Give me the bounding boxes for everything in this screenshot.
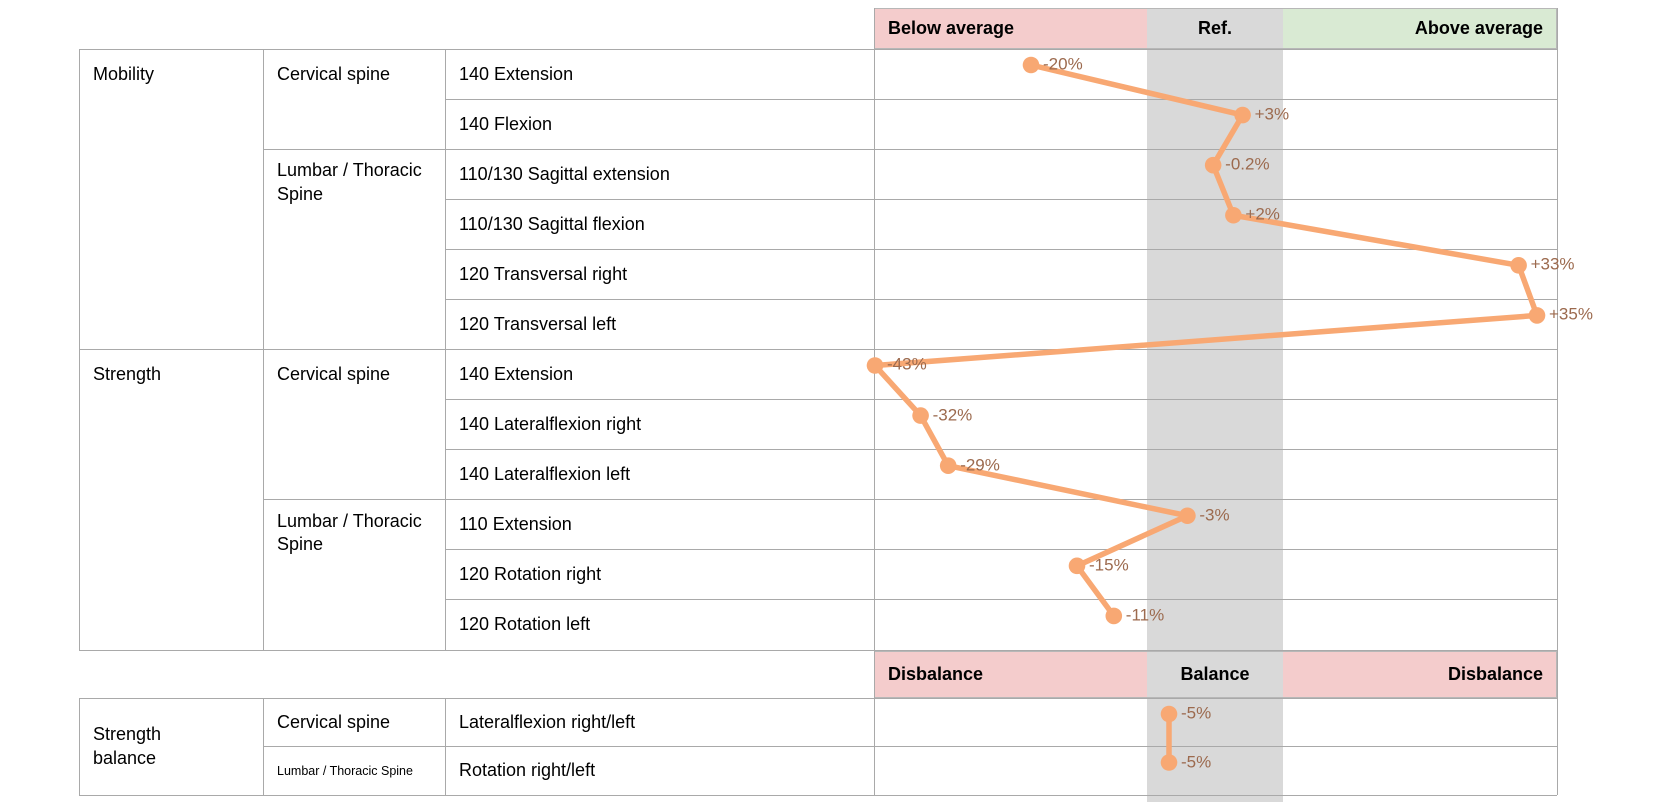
region-cell: Lumbar / Thoracic Spine xyxy=(277,160,422,204)
grid-line xyxy=(78,49,80,650)
data-point xyxy=(1105,607,1123,625)
grid-line xyxy=(79,649,1557,651)
disbalance-right-band xyxy=(1283,651,1557,698)
data-point-label: -0.2% xyxy=(1225,154,1270,174)
header-ref: Ref. xyxy=(1197,18,1232,38)
data-point-label: -20% xyxy=(1043,54,1083,74)
data-point xyxy=(912,407,929,424)
header-disbalance-left: Disbalance xyxy=(888,664,984,684)
grid-line xyxy=(873,8,875,795)
above-average-band xyxy=(1283,8,1557,49)
data-point-label: +3% xyxy=(1254,104,1290,124)
test-cell: 120 Transversal right xyxy=(459,263,628,284)
grid-line xyxy=(262,49,264,650)
data-point-label: -5% xyxy=(1181,703,1212,723)
data-point-label: -11% xyxy=(1125,605,1165,625)
balance-category-cell: Strength balance xyxy=(93,724,162,768)
grid-line xyxy=(1556,8,1558,795)
test-cell: 140 Lateralflexion left xyxy=(459,464,631,485)
grid-line xyxy=(79,48,1557,50)
header-disbalance-right: Disbalance xyxy=(1447,664,1543,684)
test-cell: 140 Extension xyxy=(459,63,574,84)
data-point-label: -32% xyxy=(932,405,973,425)
data-point xyxy=(1022,56,1040,74)
balance-test-cell: Lateralflexion right/left xyxy=(459,711,636,732)
test-cell: 120 Rotation left xyxy=(459,614,591,635)
data-point-label: -29% xyxy=(960,455,1000,475)
region-cell: Lumbar / Thoracic Spine xyxy=(277,510,422,555)
grid-line xyxy=(263,746,1557,747)
data-point-label: +33% xyxy=(1530,254,1575,274)
balance-region-cell: Cervical spine xyxy=(277,711,391,732)
test-cell: 110/130 Sagittal flexion xyxy=(459,213,645,234)
data-point-label: +2% xyxy=(1245,204,1280,224)
grid-line xyxy=(444,698,446,795)
grid-line xyxy=(444,49,446,650)
data-point xyxy=(1528,307,1546,324)
test-cell: 140 Extension xyxy=(459,364,574,385)
test-cell: 140 Flexion xyxy=(459,113,553,134)
header-above-average: Above average xyxy=(1414,18,1543,38)
test-cell: 110/130 Sagittal extension xyxy=(459,163,670,184)
data-point xyxy=(1510,257,1527,274)
category-cell: Strength xyxy=(93,364,162,385)
data-point-label: -3% xyxy=(1199,505,1230,525)
grid-line xyxy=(79,794,1557,796)
below-average-band xyxy=(874,8,1147,49)
data-point-label: -5% xyxy=(1181,752,1212,772)
header-balance: Balance xyxy=(1180,664,1250,684)
region-cell: Cervical spine xyxy=(277,64,391,84)
data-point xyxy=(866,357,884,374)
balance-test-cell: Rotation right/left xyxy=(459,760,596,781)
grid-line xyxy=(263,499,1557,501)
data-point xyxy=(1068,557,1086,575)
grid-line xyxy=(79,348,1557,350)
test-cell: 140 Lateralflexion right xyxy=(459,414,642,435)
grid-line xyxy=(262,698,264,795)
data-point-label: +35% xyxy=(1549,305,1593,325)
grid-line xyxy=(78,698,80,795)
balance-region-cell: Lumbar / Thoracic Spine xyxy=(277,763,413,778)
test-cell: 120 Transversal left xyxy=(459,313,617,334)
grid-line xyxy=(79,697,1557,699)
region-cell: Cervical spine xyxy=(277,364,391,385)
data-point-label: -15% xyxy=(1089,555,1129,575)
disbalance-left-band xyxy=(874,651,1147,698)
test-cell: 110 Extension xyxy=(459,514,572,535)
grid-line xyxy=(263,148,1557,150)
test-cell: 120 Rotation right xyxy=(459,564,602,585)
header-below-average: Below average xyxy=(888,18,1015,38)
data-point-label: -43% xyxy=(887,355,927,375)
category-cell: Mobility xyxy=(93,64,155,84)
data-point xyxy=(939,457,957,474)
